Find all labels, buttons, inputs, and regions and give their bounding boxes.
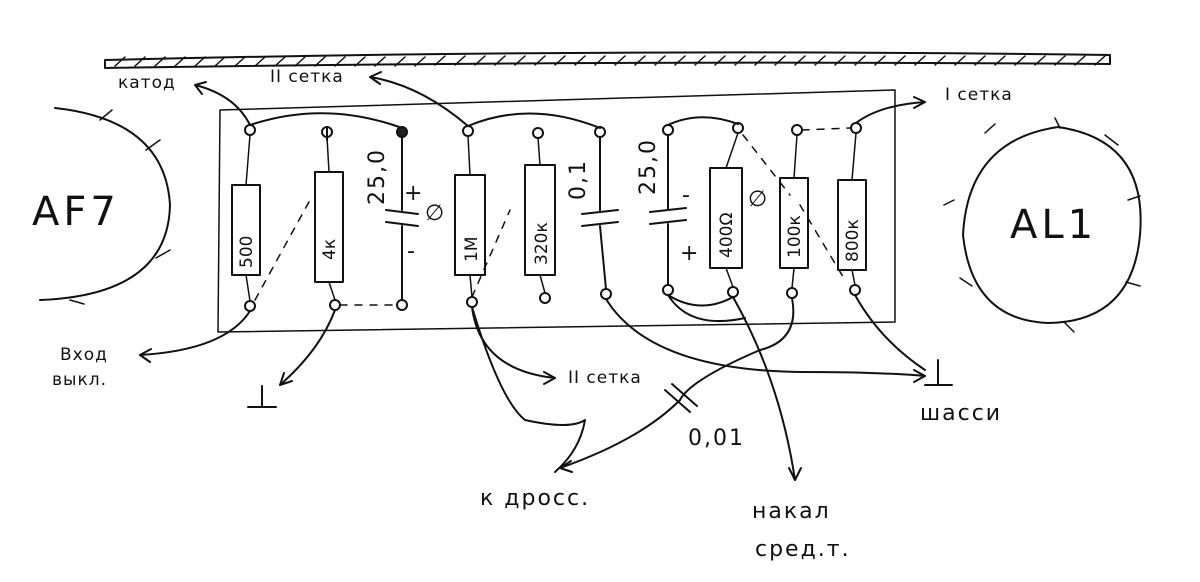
top-bus xyxy=(104,51,1111,69)
r1-value: 500 xyxy=(237,236,257,268)
r2-value: 4к xyxy=(320,239,340,260)
top-terminals xyxy=(244,122,862,139)
tube-al1-socket xyxy=(943,117,1142,333)
vhod-label: Вход xyxy=(60,345,108,365)
r3-value: 1М xyxy=(462,237,482,262)
external-leads xyxy=(139,71,926,481)
c2-value: 0,1 xyxy=(566,159,591,200)
tube-af7-label: AF7 xyxy=(32,189,120,235)
r7-value: 800к xyxy=(843,219,863,262)
k-dross-label: к дросс. xyxy=(480,486,590,511)
zero-mark-1: ∅ xyxy=(425,201,446,226)
tube-af7-socket xyxy=(39,107,171,305)
c1-value: 25,0 xyxy=(365,148,390,205)
sred-t-label: сред.т. xyxy=(755,537,851,562)
bottom-terminals xyxy=(244,284,861,312)
c3-value: 25,0 xyxy=(636,138,661,195)
c3-minus: - xyxy=(682,183,692,208)
component-board xyxy=(217,89,896,333)
c1-minus: - xyxy=(407,239,417,264)
shassi-label: шасси xyxy=(920,401,1002,426)
ground-symbols xyxy=(247,359,953,408)
setka2-top-label: II сетка xyxy=(270,67,344,87)
zero-mark-2: ∅ xyxy=(748,187,769,212)
setka2-bottom-label: II сетка xyxy=(568,368,642,388)
r4-value: 320к xyxy=(532,222,552,265)
resistor-leads xyxy=(245,132,857,302)
r5-value: 400Ω xyxy=(717,213,737,258)
tube-al1-label: AL1 xyxy=(1010,202,1097,248)
vykl-label: выкл. xyxy=(52,370,107,390)
nakal-label: накал xyxy=(752,499,831,524)
r6-value: 100к xyxy=(785,215,805,258)
c1-plus: + xyxy=(404,181,424,206)
c4-value: 0,01 xyxy=(688,426,745,451)
c3-plus: + xyxy=(680,241,700,266)
setka1-label: I сетка xyxy=(945,85,1013,105)
wire-arcs xyxy=(249,112,852,307)
capacitor-plates xyxy=(385,134,687,301)
katod-label: катод xyxy=(118,73,176,93)
